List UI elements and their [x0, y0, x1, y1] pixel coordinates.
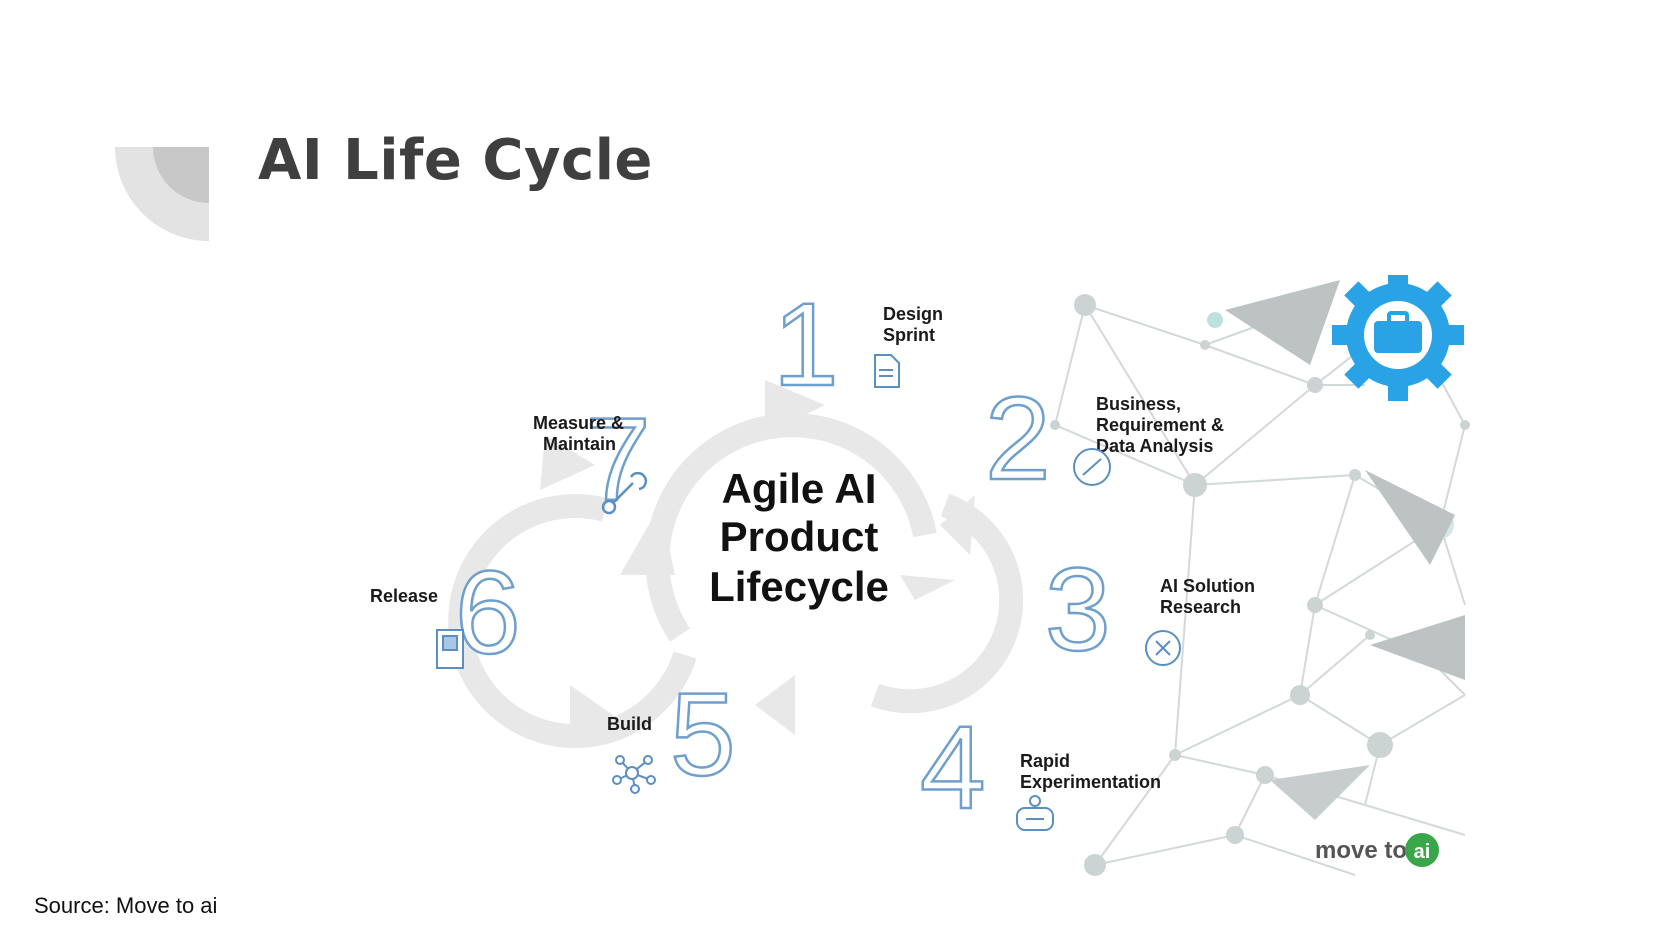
step-number-2: 2	[985, 373, 1051, 505]
step-number-6: 6	[455, 547, 521, 679]
step-7-label: Maintain	[543, 434, 616, 454]
cycle-arrowheads	[540, 380, 975, 745]
step-number-4: 4	[920, 702, 986, 834]
server-icon	[436, 629, 464, 669]
logo-word: move to	[1315, 837, 1407, 864]
document-icon	[874, 354, 900, 388]
title-ornament	[115, 147, 209, 241]
step-number-3: 3	[1045, 544, 1111, 676]
step-6-label: Release	[370, 586, 438, 606]
step-3-label: Research	[1160, 597, 1241, 617]
slide-title: AI Life Cycle	[258, 128, 653, 193]
lifecycle-diagram: Agile AI Product Lifecycle 1 2 3 4 5 6 7…	[370, 275, 1470, 876]
target-icon	[1145, 630, 1181, 666]
step-5-label: Build	[607, 714, 652, 734]
step-1-label: Design	[883, 304, 943, 324]
step-2-label: Requirement &	[1096, 415, 1224, 435]
gear-icon	[1332, 275, 1464, 401]
step-2-label: Business,	[1096, 394, 1181, 414]
move-to-ai-logo: move to ai	[1315, 833, 1439, 867]
source-caption: Source: Move to ai	[34, 893, 218, 918]
logo-badge: ai	[1414, 841, 1431, 863]
step-4-label: Experimentation	[1020, 772, 1161, 792]
step-2-label: Data Analysis	[1096, 436, 1213, 456]
network-background	[1054, 304, 1466, 876]
compass-icon	[1073, 448, 1111, 486]
step-7-label: Measure &	[533, 413, 624, 433]
center-title-line: Lifecycle	[709, 563, 889, 610]
step-number-7: 7	[585, 394, 651, 526]
step-4-label: Rapid	[1020, 751, 1070, 771]
step-number-5: 5	[670, 669, 736, 801]
center-title-line: Product	[720, 513, 879, 560]
network-triangles	[1225, 280, 1465, 820]
step-labels: Design Sprint Business, Requirement & Da…	[370, 304, 1255, 792]
step-1-label: Sprint	[883, 325, 935, 345]
robot-icon	[1016, 795, 1054, 831]
wrench-icon	[601, 471, 648, 515]
center-title-line: Agile AI	[722, 465, 877, 512]
step-number-1: 1	[773, 279, 839, 411]
network-icon	[612, 755, 656, 794]
step-numbers: 1 2 3 4 5 6 7	[454, 278, 1112, 836]
center-title: Agile AI Product Lifecycle	[709, 465, 889, 610]
step-3-label: AI Solution	[1160, 576, 1255, 596]
